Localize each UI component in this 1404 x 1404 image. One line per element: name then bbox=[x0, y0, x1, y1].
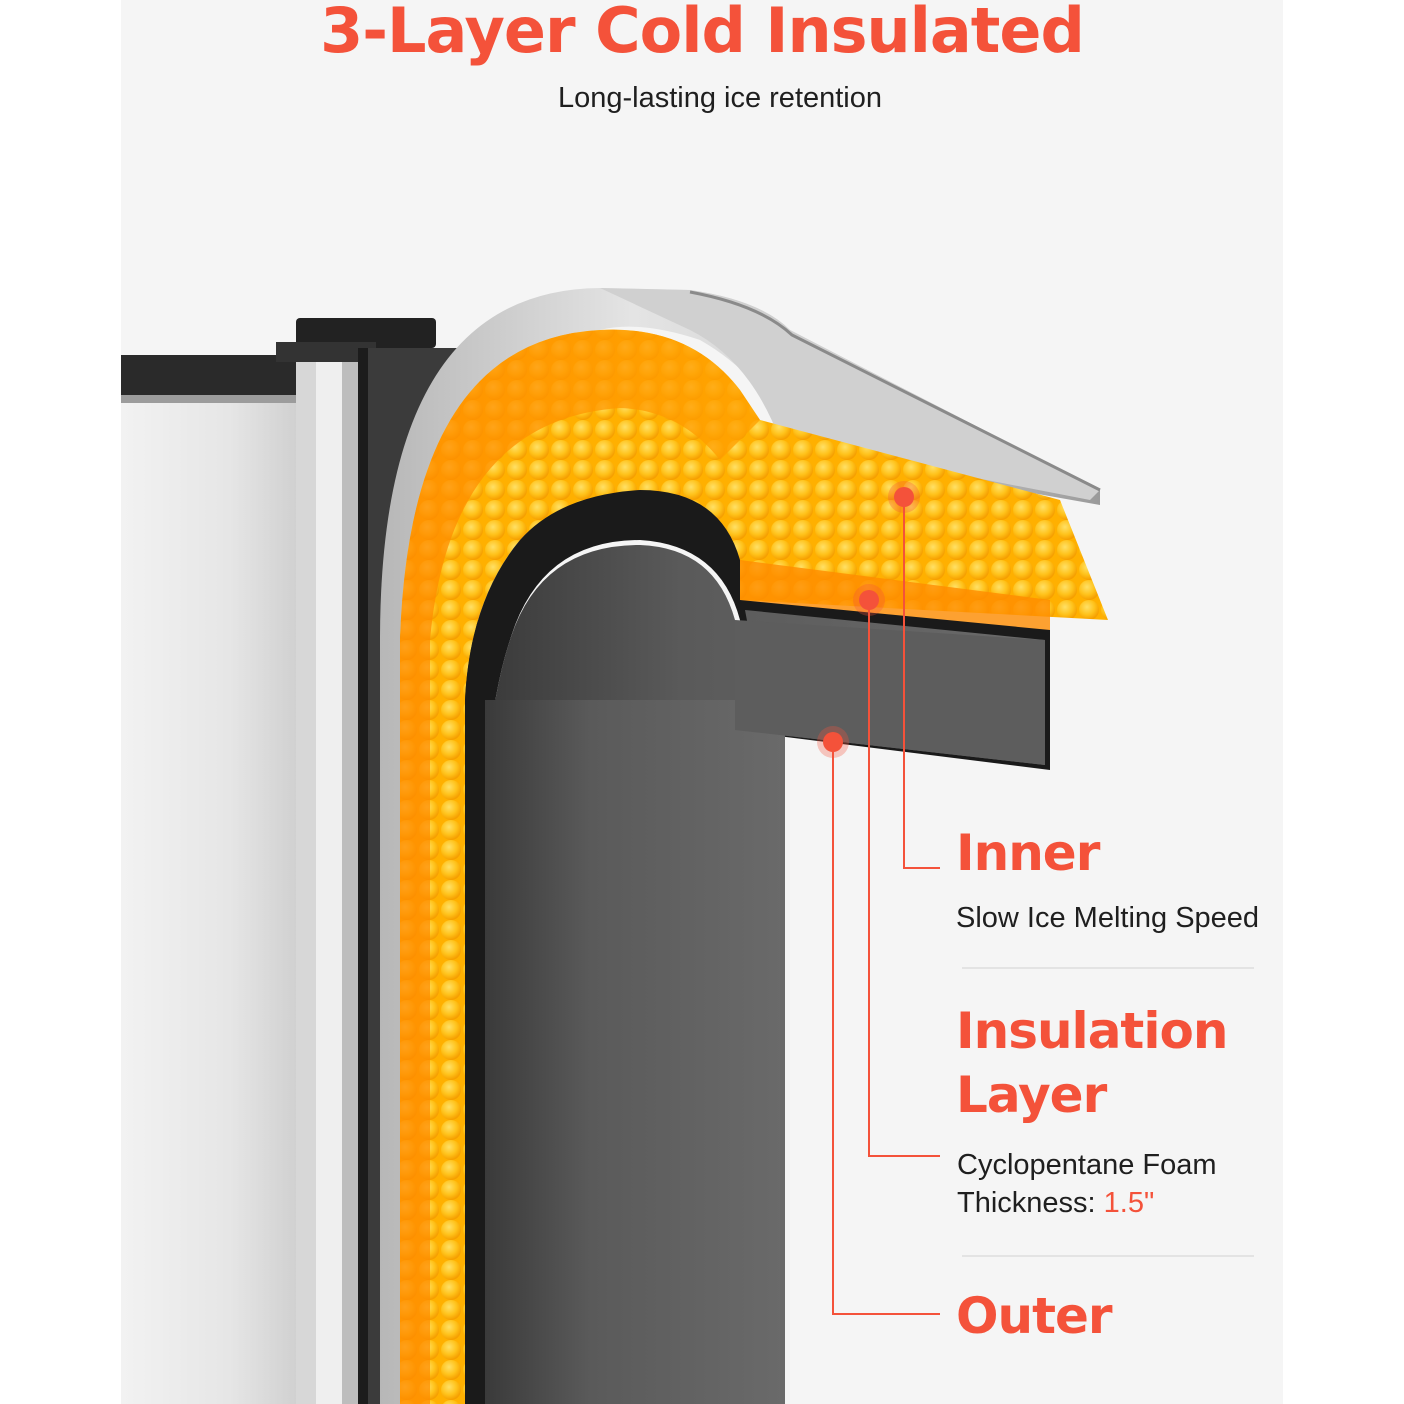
outer-callout-dot bbox=[823, 732, 843, 752]
thickness-value: 1.5" bbox=[1103, 1187, 1155, 1219]
inner-layer-title: Inner bbox=[956, 824, 1100, 882]
door-panel bbox=[121, 400, 301, 1404]
divider bbox=[962, 1255, 1254, 1257]
callout-lines bbox=[832, 497, 940, 1315]
inner-layer-desc: Slow Ice Melting Speed bbox=[956, 902, 1260, 934]
thickness-label: Thickness: bbox=[957, 1187, 1104, 1219]
outer-layer-title: Outer bbox=[956, 1287, 1113, 1345]
divider bbox=[962, 967, 1254, 969]
insulation-callout-dot bbox=[859, 590, 879, 610]
insulation-layer-title-line2: Layer bbox=[956, 1066, 1107, 1124]
outer-steel-shell bbox=[380, 288, 1100, 1404]
insulation-layer-desc-line2: Thickness: 1.5" bbox=[957, 1184, 1154, 1222]
page-subtitle: Long-lasting ice retention bbox=[557, 82, 883, 114]
insulation-layer-desc-line1: Cyclopentane Foam bbox=[957, 1149, 1217, 1181]
insulation-layer-title-line1: Insulation bbox=[956, 1002, 1228, 1060]
page-title: 3-Layer Cold Insulated bbox=[320, 0, 1085, 67]
hinge bbox=[296, 318, 436, 348]
inner-callout-dot bbox=[894, 487, 914, 507]
